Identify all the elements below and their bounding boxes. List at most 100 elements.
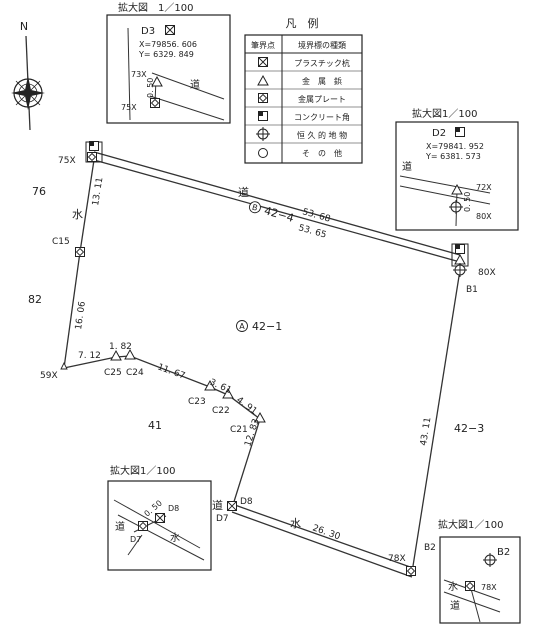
dim-s5: 4. 91 — [234, 395, 258, 417]
inset-d2-x: X=79841. 952 — [426, 142, 484, 151]
inset-d2-corner-icon — [455, 127, 465, 137]
inset-d8-plate-icon — [138, 521, 148, 531]
inset-d8-stake-icon — [155, 513, 165, 523]
inset-b2-water: 水 — [448, 581, 458, 593]
point-75x: 75X — [58, 156, 76, 166]
metal-plate-icon — [258, 93, 268, 103]
inset-d2-frame — [395, 121, 519, 231]
legend-row-label: コンクリート角 — [294, 112, 350, 122]
dim-left-1: 13. 11 — [91, 177, 105, 207]
parcel-41: 41 — [148, 419, 162, 432]
road-label-bottom: 道 — [212, 498, 223, 512]
d8-stake-icon — [227, 501, 237, 511]
dim-s2: 1. 82 — [109, 342, 132, 352]
parcel-42-3: 42−3 — [454, 422, 484, 435]
inset-b2-road: 道 — [450, 599, 460, 612]
inset-d2-p2: 80X — [476, 212, 492, 221]
point-c22: C22 — [212, 406, 230, 416]
compass-rose-icon — [11, 76, 45, 110]
p78x-plate-icon — [406, 566, 416, 576]
compass: N — [11, 20, 45, 131]
legend-header-type: 境界標の種類 — [298, 40, 346, 50]
other-icon — [258, 148, 268, 158]
point-59x: 59X — [40, 371, 58, 381]
inset-d3: 拡大図 1／100 D3 X=79856. 606 Y= 6329. 849 7… — [106, 1, 231, 124]
inset-d2-dim: 0. 50 — [463, 192, 472, 212]
inset-d8: 拡大図1／100 D8 D7 0. 50 道 水 — [107, 464, 212, 571]
inset-b2-p1: 78X — [481, 583, 497, 592]
inset-d3-point: D3 — [141, 26, 155, 37]
concrete-corner-icon — [89, 141, 99, 151]
parcel-labels: 76 82 41 42−3 A 42−1 B 42−4 道 水 道 水 — [28, 185, 484, 530]
parcel-road-marker: B — [251, 203, 259, 213]
inset-d3-title: 拡大図 1／100 — [118, 1, 193, 14]
dim-s1: 7. 12 — [78, 351, 101, 361]
inset-d3-road: 道 — [190, 78, 200, 91]
inset-d3-stake-icon — [165, 25, 175, 35]
inset-d3-p2: 75X — [121, 103, 137, 112]
point-b1: B1 — [466, 285, 478, 295]
markers — [60, 141, 469, 576]
inset-d3-y: Y= 6329. 849 — [138, 50, 194, 59]
c15-plate-icon — [75, 247, 85, 257]
inset-d8-water: 水 — [170, 532, 180, 544]
dim-right: 43. 11 — [419, 417, 433, 447]
inset-d3-plate-icon — [150, 98, 160, 108]
inset-d3-dim: 0. 50 — [146, 78, 155, 98]
parcel-76: 76 — [32, 185, 46, 198]
water-label-left: 水 — [72, 208, 83, 221]
inset-b2-plate-icon — [465, 581, 475, 591]
dim-s3: 11. 67 — [156, 362, 186, 381]
inset-d2-y: Y= 6381. 573 — [425, 152, 481, 161]
point-80x: 80X — [478, 268, 496, 278]
c25-pin-icon — [110, 350, 122, 361]
inset-d2-point: D2 — [432, 128, 446, 139]
water-label-bottom: 水 — [290, 517, 301, 530]
parcel-main-marker: A — [239, 322, 245, 331]
point-c21: C21 — [230, 425, 248, 435]
point-labels: 75X C15 59X C25 C24 C23 C22 C21 D8 D7 78… — [40, 156, 496, 564]
inset-d8-p1: D8 — [168, 504, 179, 513]
inset-d8-title: 拡大図1／100 — [110, 464, 175, 477]
legend-row-label: 恒 久 的 地 物 — [297, 130, 347, 140]
road-label-top: 道 — [238, 185, 249, 199]
d2-corner-icon — [455, 244, 465, 254]
point-c15: C15 — [52, 237, 70, 247]
dim-left-2: 16. 06 — [74, 300, 88, 330]
inset-d2-road: 道 — [402, 160, 412, 173]
point-c25: C25 — [104, 368, 122, 378]
legend-row-label: そ の 他 — [302, 148, 342, 158]
inset-d8-road: 道 — [115, 520, 125, 533]
point-b2: B2 — [424, 543, 436, 553]
dim-s4: 3. 61 — [208, 378, 233, 396]
parcel-main-label: 42−1 — [252, 320, 282, 333]
inset-b2-frame — [439, 536, 521, 624]
plastic-stake-icon — [258, 57, 268, 67]
inset-b2-point: B2 — [497, 547, 510, 558]
legend: 凡 例 筆界点 境界標の種類 プラスチック杭 金 属 鋲 金属プレート コンクリ… — [244, 16, 363, 164]
legend-row-label: プラスチック杭 — [294, 58, 350, 68]
dim-top-2: 53. 65 — [297, 223, 327, 240]
inset-d2-p1: 72X — [476, 183, 492, 192]
concrete-corner-icon — [258, 111, 268, 121]
p59x-icon — [60, 361, 68, 370]
point-c23: C23 — [188, 397, 206, 407]
inset-d8-p2: D7 — [130, 535, 141, 544]
p80x-landmark-icon — [452, 262, 468, 278]
point-d8: D8 — [240, 497, 253, 507]
parcel-82: 82 — [28, 293, 42, 306]
inset-b2: 拡大図1／100 B2 78X 水 道 — [438, 518, 521, 624]
legend-header-point: 筆界点 — [251, 40, 275, 50]
metal-plate-icon — [87, 152, 97, 162]
inset-d2-title: 拡大図1／100 — [412, 107, 477, 120]
point-c24: C24 — [126, 368, 144, 378]
inset-d3-p1: 73X — [131, 70, 147, 79]
north-label: N — [20, 20, 28, 33]
dim-bottom: 26. 30 — [311, 523, 342, 542]
inset-d2: 拡大図1／100 D2 X=79841. 952 Y= 6381. 573 道 … — [395, 107, 519, 231]
parcel-road: B 42−4 — [248, 201, 295, 225]
point-d7: D7 — [216, 514, 229, 524]
parcel-main: A 42−1 — [236, 320, 282, 333]
point-78x: 78X — [388, 554, 406, 564]
